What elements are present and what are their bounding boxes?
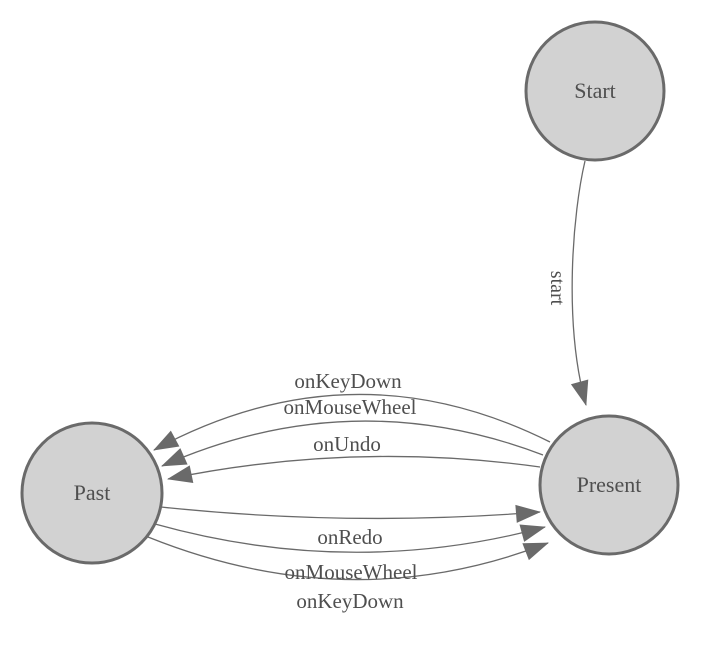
edge-past-to-present-onredo bbox=[160, 504, 541, 523]
edge-past-to-present-onmousewheel bbox=[154, 523, 546, 553]
node-present: Present bbox=[538, 414, 680, 556]
edge-present-to-past-onundo bbox=[167, 455, 541, 483]
node-start: Start bbox=[524, 20, 666, 162]
edge-label-onkeydown-top: onKeyDown bbox=[294, 369, 402, 393]
edge-start-to-present bbox=[570, 160, 589, 406]
node-present-label: Present bbox=[577, 472, 642, 497]
edge-present-to-past-onmousewheel bbox=[161, 420, 544, 467]
edge-label-onmousewheel-bottom: onMouseWheel bbox=[285, 560, 418, 584]
node-past-circle bbox=[20, 421, 164, 565]
node-past-label: Past bbox=[74, 480, 111, 505]
edge-label-onundo: onUndo bbox=[313, 432, 381, 456]
edge-layer: start onKeyDown onMouseWheel onUndo onRe… bbox=[147, 160, 589, 613]
node-past: Past bbox=[20, 421, 164, 565]
edge-label-start: start bbox=[546, 271, 568, 306]
edge-past-to-present-onkeydown bbox=[147, 536, 549, 581]
edge-present-to-past-onkeydown bbox=[153, 393, 551, 451]
edge-label-onredo: onRedo bbox=[317, 525, 382, 549]
node-present-circle bbox=[538, 414, 680, 556]
node-start-label: Start bbox=[574, 78, 616, 103]
edge-label-onmousewheel-top: onMouseWheel bbox=[284, 395, 417, 419]
edge-label-onkeydown-bottom: onKeyDown bbox=[296, 589, 404, 613]
node-start-circle bbox=[524, 20, 666, 162]
